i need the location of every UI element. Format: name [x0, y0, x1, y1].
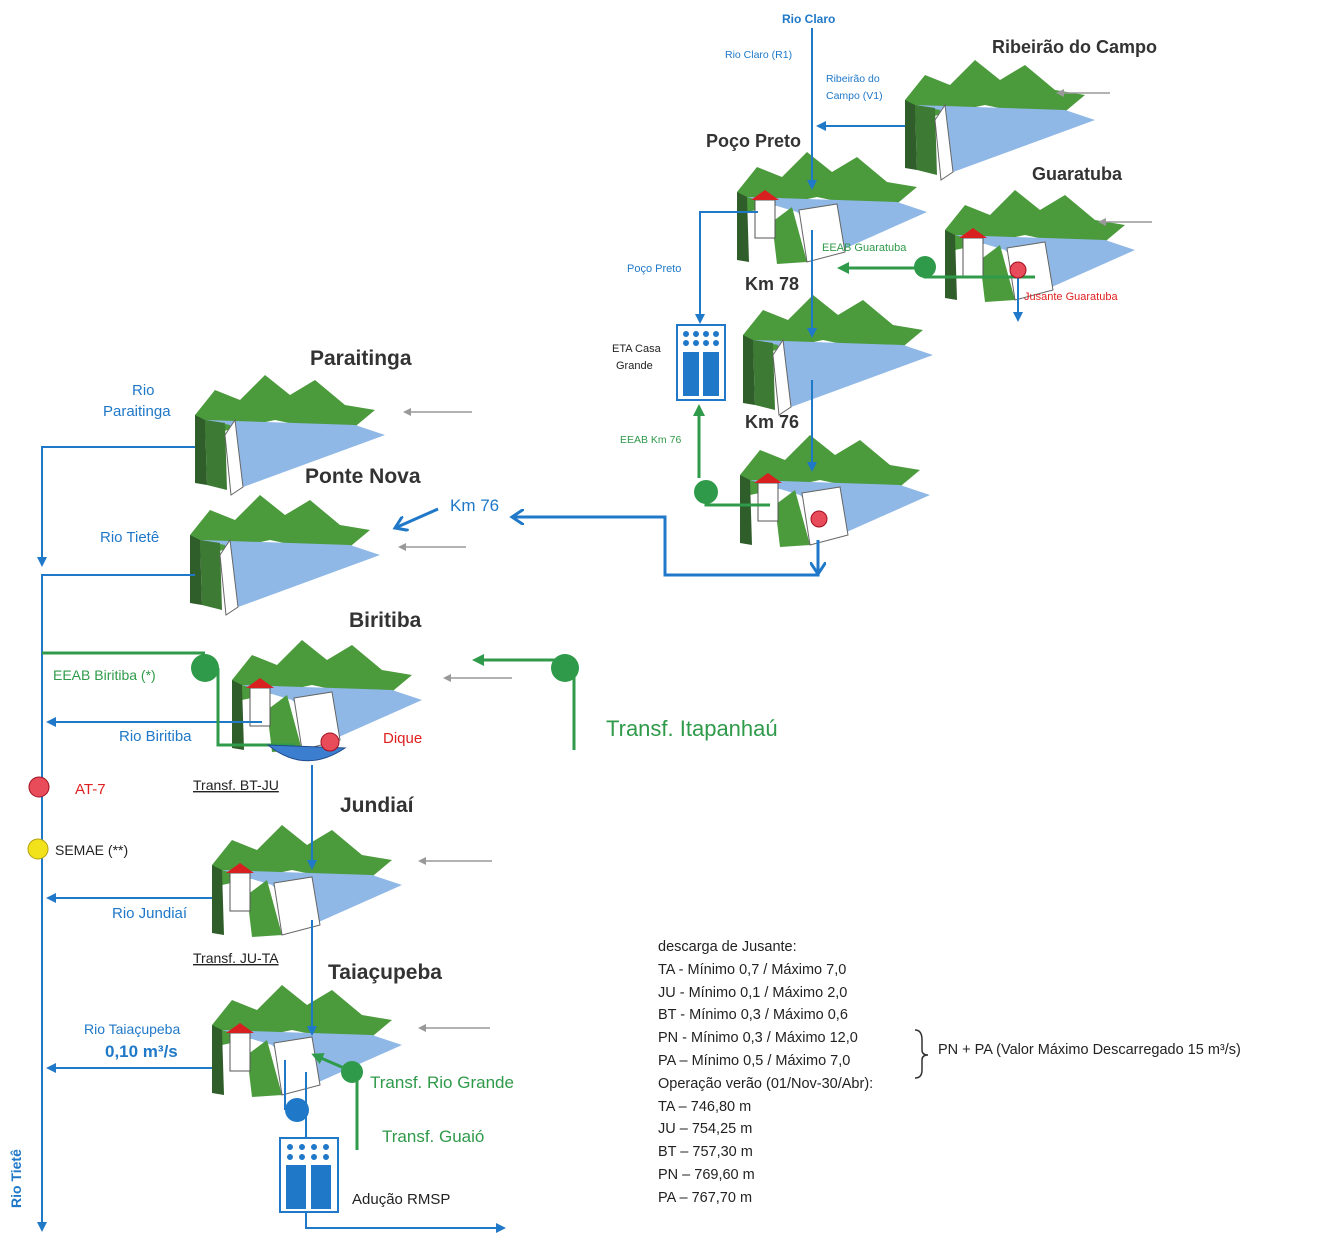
summer-line-ta: TA – 746,80 m [658, 1098, 752, 1115]
notes-line-ju: JU - Mínimo 0,1 / Máximo 2,0 [658, 984, 848, 1001]
summer-line-pa: PA – 767,70 m [658, 1189, 753, 1206]
brace-note: PN + PA (Valor Máximo Descarregado 15 m³… [938, 1042, 1241, 1058]
reservoir-ponte-nova-icon [189, 494, 381, 616]
label-at7: AT-7 [75, 781, 106, 798]
label-ribeirao-campo-v1-2: Campo (V1) [826, 90, 883, 102]
at7-marker-icon [28, 776, 50, 798]
title-ribeirao-do-campo: Ribeirão do Campo [992, 37, 1157, 57]
label-rio-claro-r1: Rio Claro (R1) [725, 49, 792, 61]
label-transf-rio-grande: Transf. Rio Grande [370, 1073, 514, 1092]
notes-line-bt: BT - Mínimo 0,3 / Máximo 0,6 [658, 1007, 848, 1024]
discharge-notes: descarga de Jusante: TA - Mínimo 0,7 / M… [658, 936, 873, 1210]
semae-marker-icon [27, 838, 49, 860]
label-km76-arrow: Km 76 [450, 496, 499, 515]
label-eeab-km76: EEAB Km 76 [620, 434, 681, 446]
km76-discharge-marker-icon [810, 510, 828, 528]
label-jusante-guaratuba: Jusante Guaratuba [1024, 291, 1118, 303]
label-rio-paraitinga-2: Paraitinga [103, 403, 171, 420]
eeab-km76-pump-icon [694, 480, 718, 504]
title-km76: Km 76 [745, 412, 799, 432]
dique-marker-icon [320, 732, 340, 752]
label-rio-tiete-vertical: Rio Tietê [8, 1149, 24, 1208]
inflow-arrows [398, 89, 1152, 1032]
label-transf-guaio: Transf. Guaió [382, 1127, 484, 1146]
water-flow-lines [37, 28, 1023, 1233]
label-rio-biritiba: Rio Biritiba [119, 728, 192, 745]
notes-line-ta: TA - Mínimo 0,7 / Máximo 7,0 [658, 961, 847, 978]
label-poco-preto-flow: Poço Preto [627, 263, 681, 275]
label-transf-itapanhau: Transf. Itapanhaú [606, 716, 778, 741]
label-semae: SEMAE (**) [55, 842, 128, 858]
aducao-pump-icon [285, 1098, 309, 1122]
label-rio-paraitinga-1: Rio [132, 382, 155, 399]
title-biritiba: Biritiba [349, 609, 422, 632]
aducao-rmsp-station-icon [279, 1137, 339, 1213]
label-eta-2: Grande [616, 360, 653, 372]
eta-casa-grande-icon [676, 324, 726, 401]
reservoir-jundiai-icon [211, 824, 403, 938]
label-eeab-biritiba: EEAB Biritiba (*) [53, 667, 156, 683]
summer-heading: Operação verão (01/Nov-30/Abr): [658, 1075, 874, 1092]
title-taiacupeba: Taiaçupeba [328, 961, 442, 984]
label-rio-jundiai: Rio Jundiaí [112, 905, 188, 922]
title-km78: Km 78 [745, 274, 799, 294]
label-ribeirao-campo-v1-1: Ribeirão do [826, 73, 880, 85]
label-taiacupeba-flow: 0,10 m³/s [105, 1042, 178, 1061]
reservoir-km76-icon [739, 434, 931, 548]
pump-lines [42, 262, 1035, 1150]
eeab-guaratuba-pump-icon [914, 256, 936, 278]
title-poco-preto: Poço Preto [706, 131, 801, 151]
km76-transfer-line [395, 507, 818, 575]
summer-line-pn: PN – 769,60 m [658, 1166, 755, 1183]
reservoir-km78-icon [742, 294, 934, 416]
label-rio-claro: Rio Claro [782, 12, 835, 26]
label-aducao-rmsp: Adução RMSP [352, 1191, 450, 1208]
label-transf-bt-ju: Transf. BT-JU [193, 777, 279, 793]
notes-line-pn: PN - Mínimo 0,3 / Máximo 12,0 [658, 1030, 858, 1047]
summer-line-bt: BT – 757,30 m [658, 1144, 753, 1161]
notes-heading: descarga de Jusante: [658, 939, 797, 955]
label-rio-taiacupeba: Rio Taiaçupeba [84, 1021, 180, 1037]
brace [914, 1029, 929, 1079]
itapanhau-pump-icon [551, 654, 579, 682]
eeab-biritiba-pump-icon [191, 654, 219, 682]
reservoir-ribeirao-do-campo-icon [904, 59, 1096, 181]
label-eta-1: ETA Casa [612, 343, 662, 355]
label-transf-ju-ta: Transf. JU-TA [193, 950, 279, 966]
label-dique: Dique [383, 730, 422, 747]
label-rio-tiete: Rio Tietê [100, 529, 159, 546]
rio-grande-pump-icon [341, 1061, 363, 1083]
notes-line-pa: PA – Mínimo 0,5 / Máximo 7,0 [658, 1052, 851, 1069]
summer-line-ju: JU – 754,25 m [658, 1121, 753, 1138]
title-ponte-nova: Ponte Nova [305, 465, 421, 488]
jusante-guaratuba-marker-icon [1009, 261, 1027, 279]
reservoir-guaratuba-icon [944, 189, 1136, 303]
title-jundiai: Jundiaí [340, 794, 415, 817]
label-eeab-guaratuba: EEAB Guaratuba [822, 242, 907, 254]
title-paraitinga: Paraitinga [310, 347, 412, 370]
title-guaratuba: Guaratuba [1032, 164, 1123, 184]
